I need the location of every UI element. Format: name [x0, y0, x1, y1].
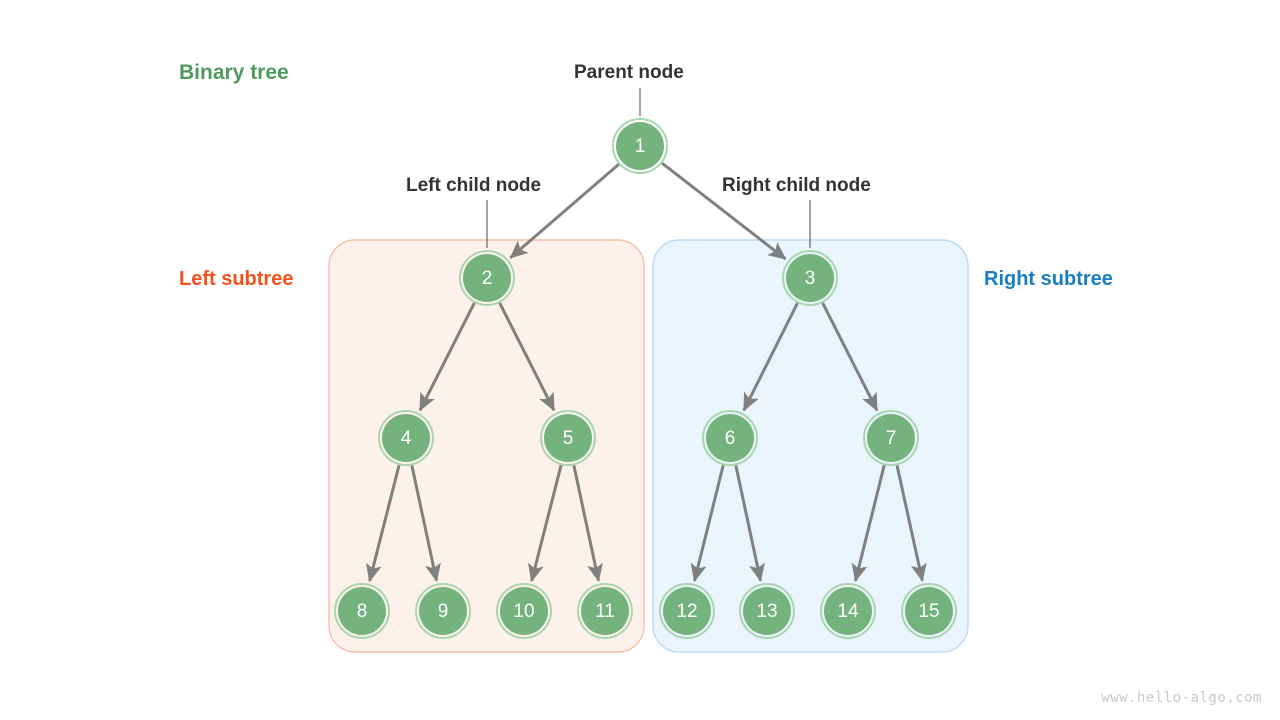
- left-child-node-label: Left child node: [406, 175, 542, 196]
- edge-n1-n2: [509, 163, 620, 259]
- edge-n4-n9: [410, 465, 441, 582]
- edge-n1-n3: [661, 161, 787, 261]
- tree-node-10[interactable]: [496, 583, 552, 639]
- node-disc: [616, 122, 664, 170]
- tree-edges: [365, 161, 927, 583]
- node-ring: [459, 250, 515, 306]
- subtree-boxes: [328, 239, 969, 653]
- node-disc: [500, 587, 548, 635]
- node-disc: [905, 587, 953, 635]
- tree-nodes: [334, 118, 957, 639]
- edge-n6-n13: [734, 465, 765, 582]
- node-ring: [415, 583, 471, 639]
- edge-n4-n8: [365, 464, 401, 583]
- node-disc: [419, 587, 467, 635]
- node-disc: [581, 587, 629, 635]
- edge-n2-n4: [418, 302, 476, 412]
- tree-node-1[interactable]: [612, 118, 668, 174]
- edge-n3-n6: [742, 302, 799, 412]
- node-ring: [782, 250, 838, 306]
- node-ring: [612, 118, 668, 174]
- tree-node-6[interactable]: [702, 410, 758, 466]
- edge-n2-n5: [498, 302, 556, 412]
- edge-n7-n14: [851, 464, 886, 583]
- node-disc: [663, 587, 711, 635]
- annotation-leaders: [486, 88, 811, 248]
- tree-node-14[interactable]: [820, 583, 876, 639]
- node-disc: [338, 587, 386, 635]
- node-disc: [786, 254, 834, 302]
- node-ring: [901, 583, 957, 639]
- tree-node-11[interactable]: [577, 583, 633, 639]
- tree-node-5[interactable]: [540, 410, 596, 466]
- edge-n3-n7: [821, 302, 879, 412]
- edge-n6-n12: [690, 464, 725, 583]
- tree-node-3[interactable]: [782, 250, 838, 306]
- diagram-title: Binary tree: [179, 61, 289, 84]
- node-ring: [702, 410, 758, 466]
- node-ring: [659, 583, 715, 639]
- node-disc: [867, 414, 915, 462]
- node-disc: [382, 414, 430, 462]
- right-child-node-label: Right child node: [722, 175, 871, 196]
- node-ring: [378, 410, 434, 466]
- tree-node-4[interactable]: [378, 410, 434, 466]
- node-disc: [544, 414, 592, 462]
- node-disc: [824, 587, 872, 635]
- edge-n7-n15: [895, 465, 927, 582]
- tree-node-7[interactable]: [863, 410, 919, 466]
- node-ring: [863, 410, 919, 466]
- node-ring: [540, 410, 596, 466]
- edge-n5-n10: [527, 464, 563, 583]
- tree-node-9[interactable]: [415, 583, 471, 639]
- tree-node-13[interactable]: [739, 583, 795, 639]
- node-ring: [577, 583, 633, 639]
- right-subtree-label: Right subtree: [984, 268, 1113, 290]
- node-ring: [334, 583, 390, 639]
- parent-node-label: Parent node: [574, 62, 684, 83]
- tree-node-15[interactable]: [901, 583, 957, 639]
- node-disc: [743, 587, 791, 635]
- node-ring: [820, 583, 876, 639]
- node-ring: [739, 583, 795, 639]
- node-disc: [463, 254, 511, 302]
- node-disc: [706, 414, 754, 462]
- left-subtree-label: Left subtree: [179, 268, 294, 290]
- tree-node-2[interactable]: [459, 250, 515, 306]
- node-ring: [496, 583, 552, 639]
- watermark: www.hello-algo.com: [1101, 690, 1262, 706]
- tree-node-8[interactable]: [334, 583, 390, 639]
- tree-node-12[interactable]: [659, 583, 715, 639]
- edge-n5-n11: [572, 465, 603, 582]
